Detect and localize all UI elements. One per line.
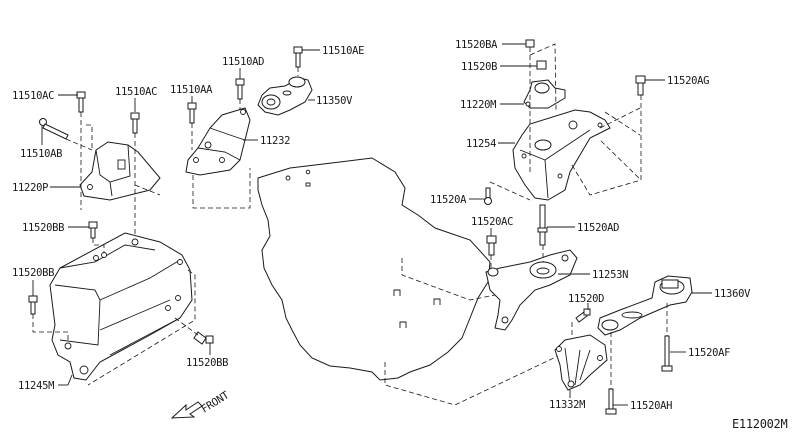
part-11360V: [597, 275, 693, 336]
bolt-11520A: [484, 187, 492, 205]
label-11510AB: 11510AB: [20, 148, 62, 160]
bolt-11520AG: [635, 75, 646, 96]
label-11245M: 11245M: [18, 380, 54, 392]
label-11350V: 11350V: [316, 95, 353, 107]
label-11520AC: 11520AC: [471, 216, 513, 228]
bolt-11510AB: [39, 118, 69, 140]
bolt-11510AD: [235, 78, 245, 100]
bolt-11520AC: [486, 235, 497, 256]
label-11520BB-c: 11520BB: [186, 357, 228, 369]
label-11510AC-a: 11510AC: [12, 90, 54, 102]
bolt-11510AC-b: [130, 112, 140, 134]
part-11220M: [523, 79, 566, 109]
label-11520BB-b: 11520BB: [12, 267, 54, 279]
label-11510AE: 11510AE: [322, 45, 364, 57]
stud-11520AD: [537, 204, 548, 246]
bolt-11510AC-a: [76, 91, 86, 113]
label-11254: 11254: [466, 138, 496, 150]
bolt-11520D: [575, 308, 591, 323]
part-11254: [512, 109, 611, 201]
part-11245M: [49, 232, 193, 381]
part-11232: [185, 107, 251, 176]
bolt-11510AA: [187, 102, 197, 124]
part-11253N: [485, 249, 578, 331]
bolt-11520BB-c: [193, 331, 214, 345]
front-label: FRONT: [199, 389, 232, 416]
label-11520AD: 11520AD: [577, 222, 619, 234]
bolt-11520BA: [525, 39, 535, 48]
label-11520AH: 11520AH: [630, 400, 672, 412]
label-11332M: 11332M: [549, 399, 585, 411]
bolt-11520AF: [661, 335, 673, 372]
front-arrow-icon: [170, 401, 203, 419]
label-11510AD: 11510AD: [222, 56, 264, 68]
diagram-code: E112002M: [732, 417, 787, 431]
label-11520B: 11520B: [461, 61, 497, 73]
bolt-11520AH: [605, 388, 617, 415]
bolt-11520BB-b: [28, 295, 38, 315]
part-11350V: [257, 76, 313, 116]
engine-block-outline: [257, 157, 491, 381]
label-11232: 11232: [260, 135, 290, 147]
part-11332M: [554, 334, 608, 391]
label-11510AC-b: 11510AC: [115, 86, 157, 98]
label-11520AF: 11520AF: [688, 347, 730, 359]
label-11220P: 11220P: [12, 182, 48, 194]
leader-lines: [32, 43, 712, 406]
label-11253N: 11253N: [592, 269, 628, 281]
label-11520D: 11520D: [568, 293, 604, 305]
label-11510AA: 11510AA: [170, 84, 213, 96]
label-11220M: 11220M: [460, 99, 496, 111]
label-11520AG: 11520AG: [667, 75, 709, 87]
label-11520A: 11520A: [430, 194, 467, 206]
bolt-11520BB-a: [88, 221, 98, 239]
part-11220P: [79, 141, 161, 201]
bolt-11510AE: [293, 46, 303, 68]
label-11520BB-a: 11520BB: [22, 222, 64, 234]
label-11360V: 11360V: [714, 288, 751, 300]
label-11520BA: 11520BA: [455, 39, 498, 51]
nut-11520B: [536, 60, 547, 70]
